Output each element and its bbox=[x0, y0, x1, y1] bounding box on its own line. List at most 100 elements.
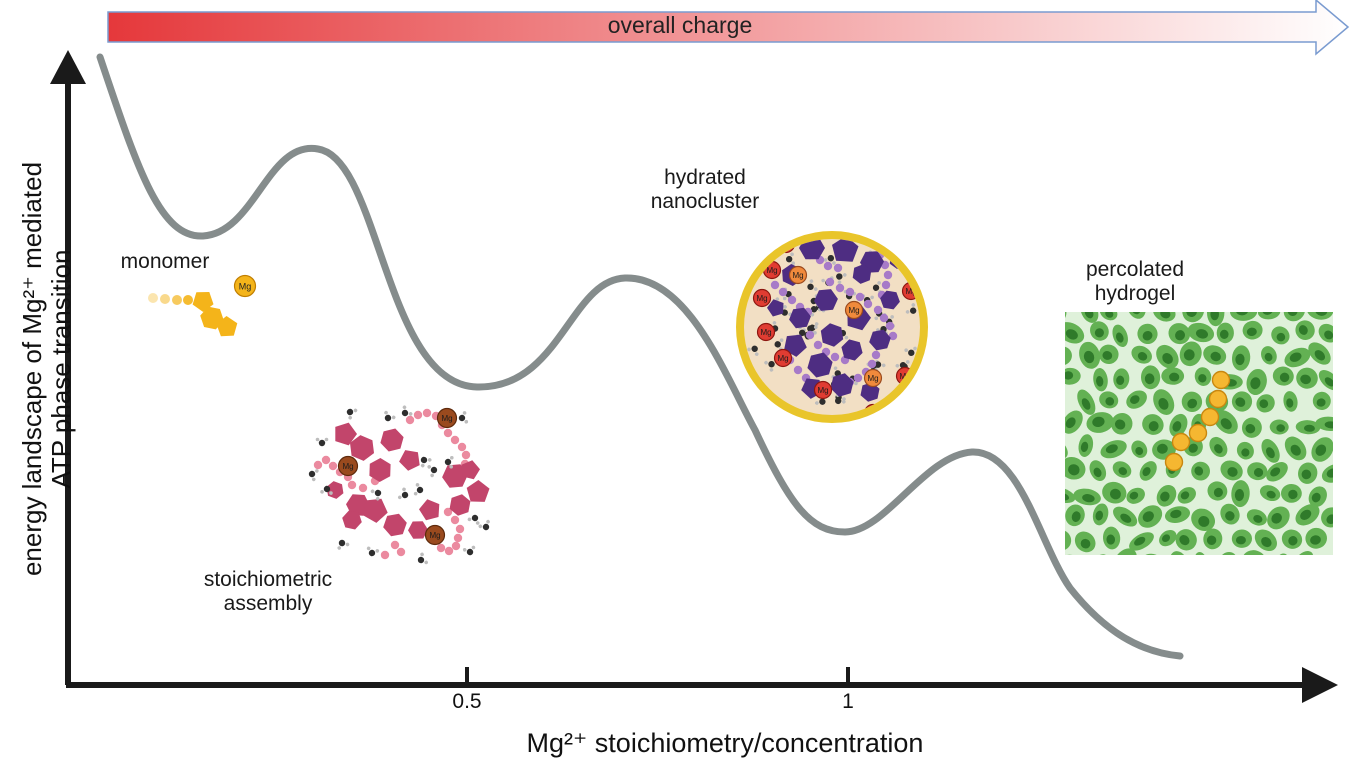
gel-domain-core bbox=[1114, 419, 1126, 430]
gel-domain-core bbox=[1187, 398, 1198, 409]
water-hydrogen bbox=[475, 521, 480, 525]
water-hydrogen bbox=[420, 463, 425, 468]
water-oxygen bbox=[798, 329, 806, 337]
gel-domain bbox=[1087, 554, 1109, 555]
water-molecule-icon bbox=[420, 456, 432, 468]
water-hydrogen bbox=[837, 280, 842, 285]
water-oxygen bbox=[827, 254, 835, 262]
overall-charge-arrow bbox=[107, 0, 1350, 56]
water-hydrogen bbox=[809, 279, 814, 283]
gel-domain-core bbox=[1235, 312, 1249, 316]
gel-domain-core bbox=[1298, 325, 1308, 335]
water-hydrogen bbox=[320, 490, 324, 494]
gel-domain-core bbox=[1135, 446, 1144, 456]
y-axis-label: energy landscape of Mg²⁺ mediated ATP ph… bbox=[17, 69, 76, 669]
gel-domain-core bbox=[1266, 490, 1276, 499]
stoich-bead bbox=[457, 442, 467, 452]
water-molecule-icon bbox=[747, 345, 759, 356]
gel-domain bbox=[1306, 312, 1333, 320]
stoich-nucleotide bbox=[342, 510, 362, 530]
water-hydrogen bbox=[895, 363, 900, 368]
gel-domain-core bbox=[1080, 441, 1089, 453]
gel-domain-core bbox=[1142, 511, 1154, 522]
water-oxygen bbox=[807, 325, 814, 332]
gel-domain-core bbox=[1094, 328, 1104, 338]
gel-domain-core bbox=[1253, 467, 1264, 477]
gel-domain-core bbox=[1270, 467, 1281, 477]
monomer-mg-ion: Mg bbox=[233, 274, 257, 298]
gel-domain-core bbox=[1115, 332, 1124, 343]
gel-domain-core bbox=[1065, 417, 1076, 429]
water-hydrogen bbox=[815, 401, 819, 405]
water-hydrogen bbox=[430, 473, 434, 478]
water-oxygen bbox=[338, 539, 346, 547]
water-oxygen bbox=[834, 397, 842, 405]
water-molecule-icon bbox=[905, 303, 917, 314]
water-hydrogen bbox=[821, 278, 825, 283]
water-hydrogen bbox=[911, 303, 916, 307]
stoich-nucleotide bbox=[419, 499, 440, 521]
gel-domain-core bbox=[1266, 447, 1275, 459]
stoich-bead bbox=[413, 410, 423, 420]
stoich-nucleotide bbox=[442, 464, 468, 488]
gel-domain-core bbox=[1310, 535, 1321, 545]
gel-domain-core bbox=[1120, 513, 1132, 523]
water-hydrogen bbox=[375, 549, 380, 553]
gel-domain bbox=[1321, 464, 1333, 483]
gel-domain bbox=[1065, 530, 1072, 551]
water-hydrogen bbox=[420, 552, 424, 557]
gel-domain-core bbox=[1068, 464, 1080, 476]
gel-domain bbox=[1065, 346, 1072, 366]
water-molecule-icon bbox=[764, 360, 775, 372]
gel-domain-core bbox=[1250, 377, 1261, 390]
cluster-bead bbox=[881, 280, 891, 290]
mg-ion-label: Mg bbox=[922, 252, 933, 261]
stoich-bead bbox=[396, 547, 406, 557]
monomer-phosphate-bead bbox=[172, 295, 182, 305]
stoich-nucleotide bbox=[466, 480, 490, 502]
water-hydrogen bbox=[462, 547, 467, 552]
stoich-bead bbox=[443, 428, 453, 438]
cluster-bead bbox=[883, 270, 893, 280]
gel-domain-core bbox=[1096, 376, 1104, 387]
cluster-bead bbox=[871, 350, 881, 360]
water-molecule-icon bbox=[366, 546, 380, 557]
gel-domain-core bbox=[1083, 350, 1095, 364]
stoich-bead bbox=[453, 533, 463, 543]
gel-domain-core bbox=[1225, 511, 1235, 521]
gel-domain-core bbox=[1198, 374, 1207, 383]
mg-ion-label: Mg bbox=[867, 374, 878, 383]
gel-domain-core bbox=[1082, 494, 1095, 503]
gel-domain-core bbox=[1092, 416, 1105, 428]
water-hydrogen bbox=[464, 419, 469, 424]
monomer-adenine bbox=[216, 316, 238, 337]
water-molecule-icon bbox=[320, 485, 333, 495]
gel-domain-core bbox=[1081, 398, 1091, 410]
gel-domain-core bbox=[1170, 509, 1182, 519]
gel-domain bbox=[1127, 312, 1146, 319]
x-tick-label-0-5: 0.5 bbox=[452, 690, 482, 713]
water-oxygen bbox=[768, 360, 775, 368]
mg-ion-label: Mg bbox=[441, 414, 452, 423]
stoich-bead bbox=[422, 408, 432, 418]
mg-ion-label: Mg bbox=[848, 306, 859, 315]
water-molecule-icon bbox=[785, 252, 796, 266]
stoich-bead bbox=[444, 546, 454, 556]
gel-domain-core bbox=[1065, 329, 1078, 340]
gel-domain bbox=[1317, 554, 1347, 577]
water-hydrogen bbox=[462, 411, 467, 415]
water-hydrogen bbox=[905, 310, 910, 314]
gel-atp-bead bbox=[1188, 423, 1208, 443]
gel-domain-core bbox=[1288, 489, 1298, 500]
water-oxygen bbox=[416, 486, 424, 494]
gel-domain-core bbox=[1276, 424, 1285, 432]
percolated-label-line2: hydrogel bbox=[1094, 282, 1176, 305]
stoich-bead bbox=[358, 483, 368, 493]
water-hydrogen bbox=[791, 261, 796, 266]
monomer-phosphate-bead bbox=[148, 293, 158, 303]
gel-domain-core bbox=[1262, 312, 1273, 315]
water-hydrogen bbox=[814, 325, 818, 330]
gel-domain-core bbox=[1105, 397, 1115, 406]
cluster-bead bbox=[833, 263, 843, 273]
